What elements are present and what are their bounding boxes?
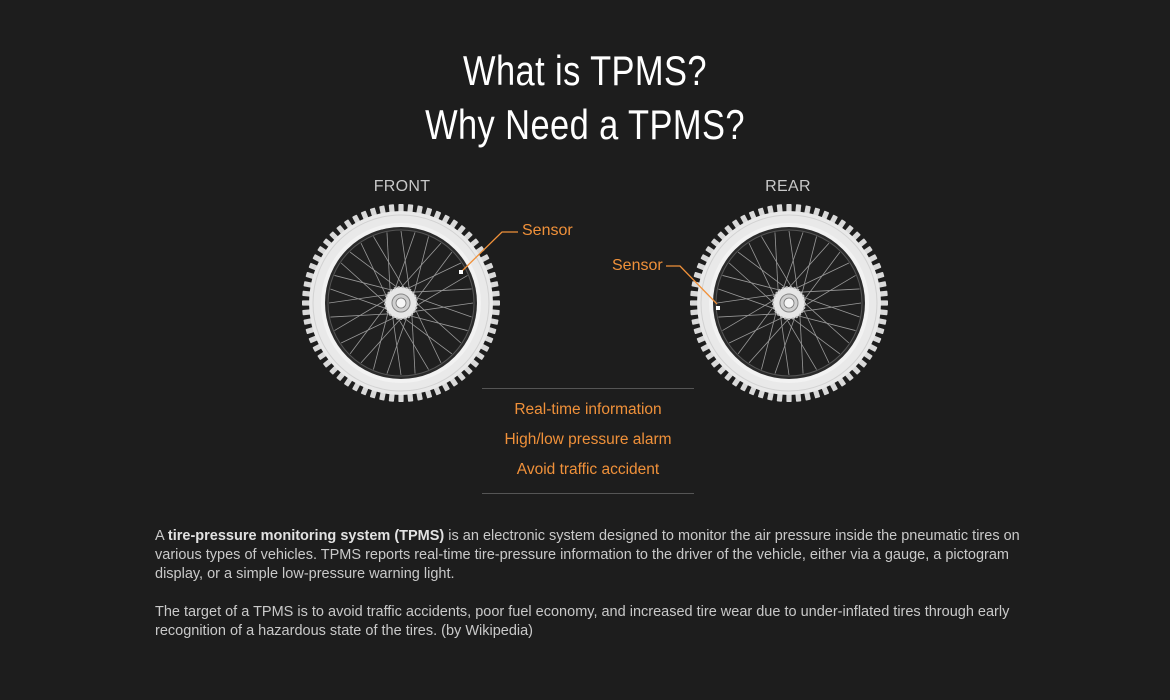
- feature-item: High/low pressure alarm: [504, 431, 672, 448]
- tpms-term: tire-pressure monitoring system (TPMS): [167, 528, 445, 544]
- features-list: Real-time information High/low pressure …: [482, 388, 694, 494]
- description: A tire-pressure monitoring system (TPMS)…: [155, 527, 1025, 660]
- description-paragraph-2: The target of a TPMS is to avoid traffic…: [155, 604, 1010, 639]
- description-paragraph-1: A tire-pressure monitoring system (TPMS)…: [155, 528, 1020, 582]
- rear-wheel-icon: [689, 203, 889, 403]
- feature-item: Avoid traffic accident: [516, 461, 660, 478]
- rear-wheel-label: REAR: [765, 178, 811, 195]
- title-line-2: Why Need a TPMS?: [425, 101, 745, 148]
- front-wheel-label: FRONT: [373, 178, 431, 195]
- page-title: What is TPMS? Why Need a TPMS?: [105, 44, 1064, 152]
- rear-sensor-label: Sensor: [612, 257, 663, 274]
- feature-item: Real-time information: [514, 401, 662, 418]
- front-wheel-icon: [301, 203, 501, 403]
- front-sensor-label: Sensor: [522, 222, 573, 239]
- title-line-1: What is TPMS?: [463, 47, 707, 94]
